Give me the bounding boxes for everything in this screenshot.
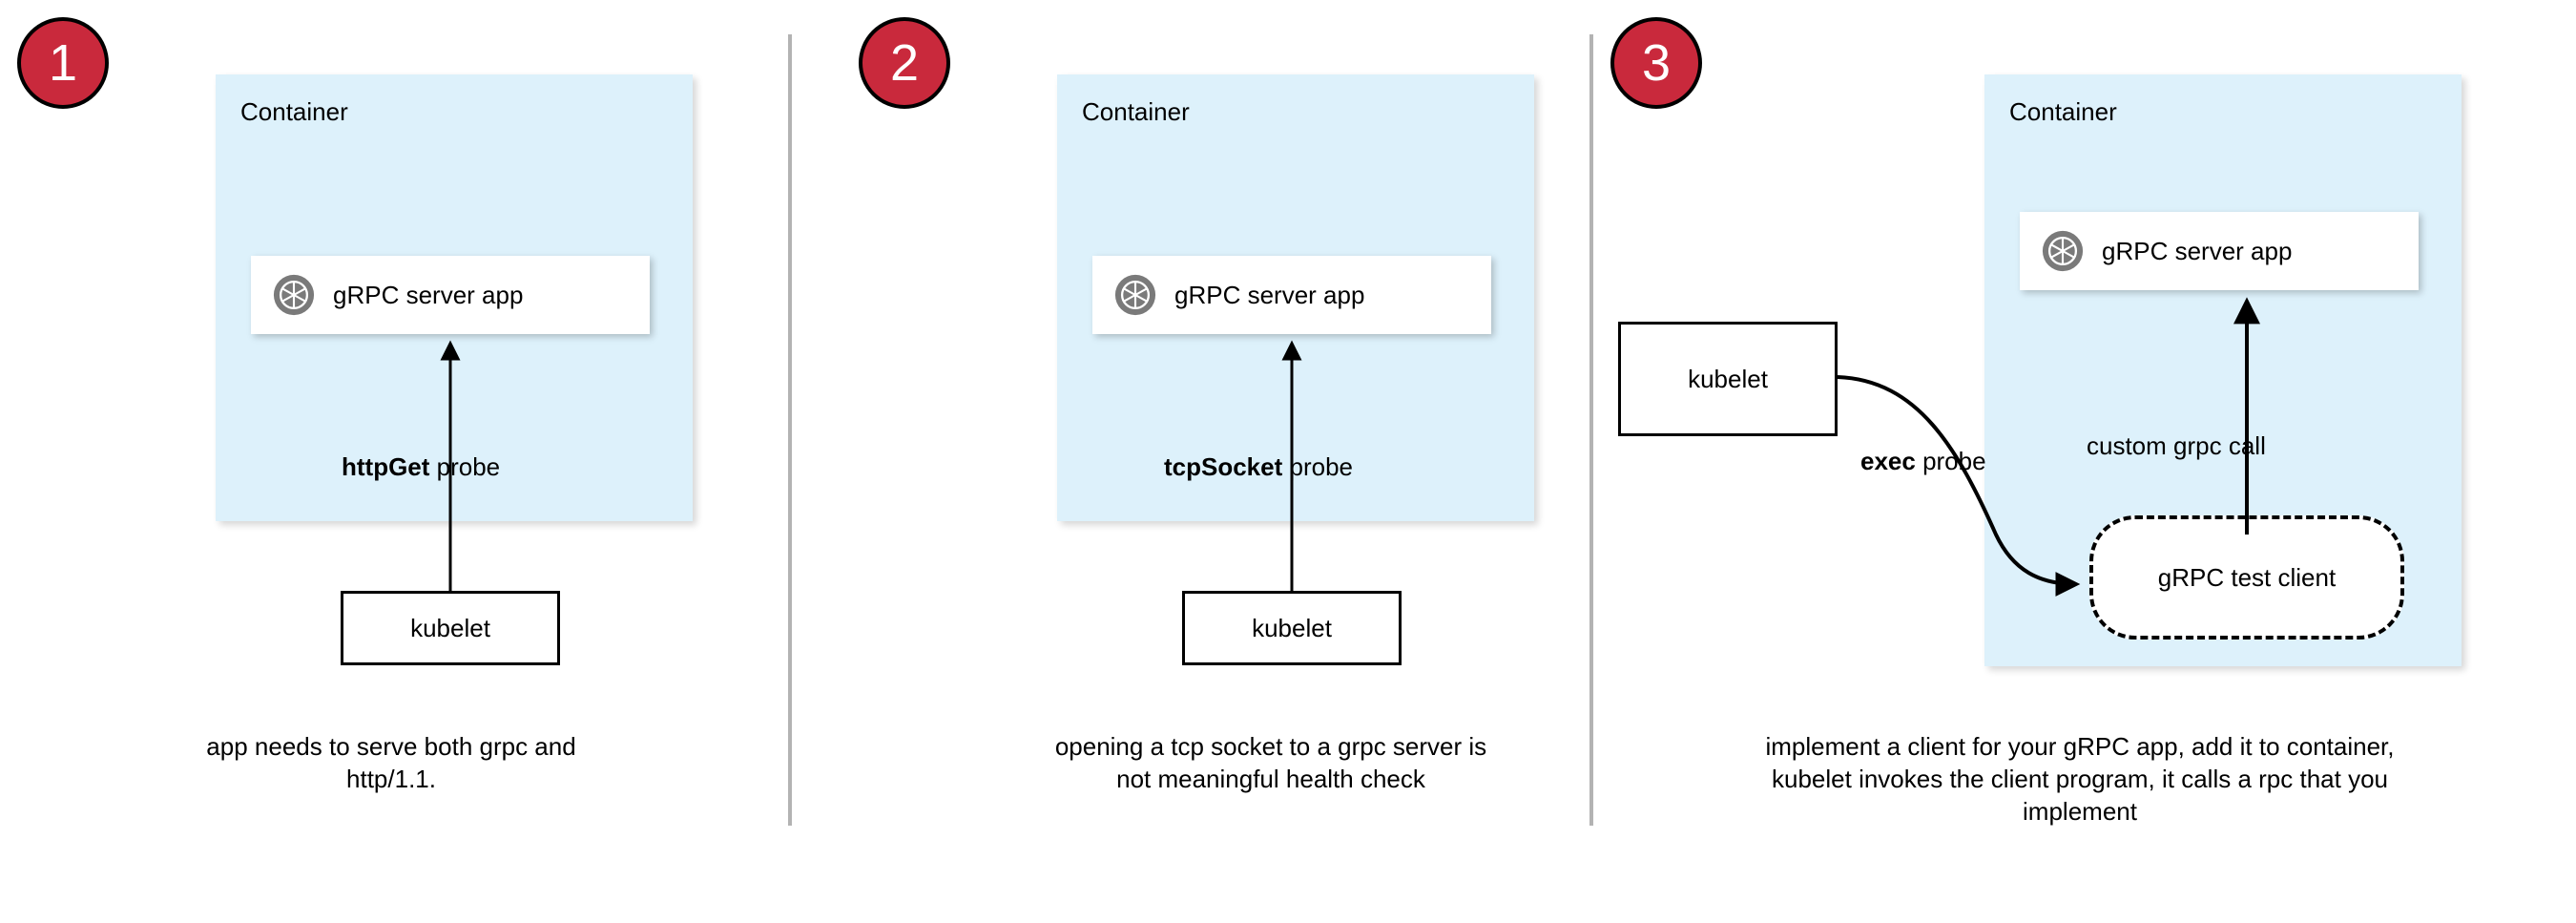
custom-grpc-call-label: custom grpc call bbox=[2087, 431, 2266, 460]
step-badge-2: 2 bbox=[859, 17, 950, 109]
probe-word: probe bbox=[1282, 452, 1353, 481]
httpget-probe-label: httpGet probe bbox=[342, 452, 500, 482]
panel-divider-2 bbox=[1589, 34, 1593, 826]
probe-type-bold: tcpSocket bbox=[1164, 452, 1283, 481]
kubelet-label: kubelet bbox=[1252, 613, 1332, 642]
grpc-server-app-label: gRPC server app bbox=[2102, 236, 2293, 265]
step-badge-1: 1 bbox=[17, 17, 109, 109]
tcpsocket-probe-label: tcpSocket probe bbox=[1164, 452, 1353, 482]
grpc-aperture-icon bbox=[272, 273, 316, 317]
caption-3: implement a client for your gRPC app, ad… bbox=[1765, 732, 2395, 826]
panel-divider-1 bbox=[788, 34, 792, 826]
probe-type-bold: exec bbox=[1860, 447, 1916, 475]
kubelet-label: kubelet bbox=[410, 613, 490, 642]
probe-type-bold: httpGet bbox=[342, 452, 430, 481]
grpc-server-app-label: gRPC server app bbox=[333, 280, 524, 309]
grpc-aperture-icon bbox=[2041, 229, 2085, 273]
kubelet-box-3: kubelet bbox=[1618, 322, 1838, 436]
step-badge-number: 1 bbox=[48, 34, 78, 92]
grpc-server-app-card-3: gRPC server app bbox=[2020, 212, 2419, 290]
caption-1: app needs to serve both grpc and http/1.… bbox=[206, 732, 576, 793]
step-badge-number: 3 bbox=[1641, 34, 1672, 92]
grpc-server-app-card-2: gRPC server app bbox=[1092, 256, 1491, 334]
grpc-server-app-card-1: gRPC server app bbox=[251, 256, 650, 334]
caption-2: opening a tcp socket to a grpc server is… bbox=[1054, 732, 1487, 793]
panel-step-1: 1 Container bbox=[0, 0, 782, 923]
step-badge-number: 2 bbox=[889, 34, 920, 92]
kubelet-box-1: kubelet bbox=[341, 591, 560, 665]
kubelet-box-2: kubelet bbox=[1182, 591, 1402, 665]
kubelet-label: kubelet bbox=[1688, 364, 1768, 393]
container-label: Container bbox=[2009, 97, 2117, 126]
probe-word: probe bbox=[1915, 447, 1986, 475]
grpc-test-client-label: gRPC test client bbox=[2157, 562, 2337, 592]
panel-step-2: 2 Container bbox=[782, 0, 1584, 923]
exec-probe-label: exec probe bbox=[1860, 447, 1986, 476]
probe-word: probe bbox=[429, 452, 501, 481]
grpc-aperture-icon bbox=[1113, 273, 1157, 317]
grpc-test-client-box: gRPC test client bbox=[2089, 515, 2404, 640]
container-label: Container bbox=[1082, 97, 1190, 126]
grpc-server-app-label: gRPC server app bbox=[1174, 280, 1365, 309]
container-label: Container bbox=[240, 97, 348, 126]
step-badge-3: 3 bbox=[1610, 17, 1702, 109]
panel-step-3: 3 Container bbox=[1584, 0, 2576, 923]
